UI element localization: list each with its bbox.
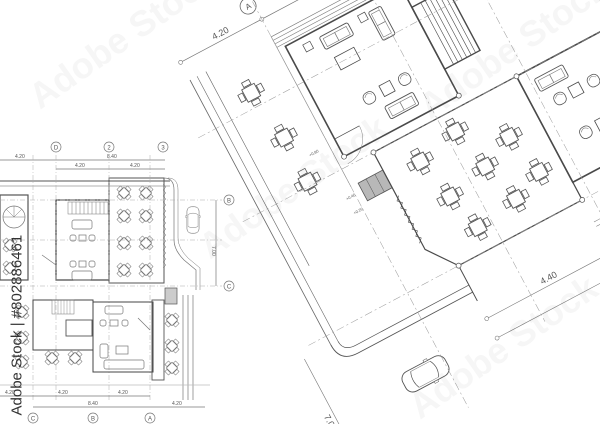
- svg-text:C: C: [31, 417, 36, 423]
- svg-text:3: 3: [161, 146, 165, 152]
- dim-left: 7.00: [322, 413, 339, 424]
- grid-bubble-a-bottom: A: [144, 412, 156, 424]
- grid-bubble-2: 2: [103, 141, 115, 153]
- grid-bubble-b-left: B: [223, 194, 235, 206]
- grid-bubble-3: 3: [157, 141, 169, 153]
- svg-text:B: B: [91, 417, 95, 423]
- grid-bubble-b-bottom: B: [87, 412, 99, 424]
- svg-text:A: A: [148, 417, 152, 423]
- lounge-upper: [284, 0, 460, 158]
- right-floor-plan: 4.20 4.75 A +0.80: [178, 0, 600, 429]
- svg-text:B: B: [227, 199, 231, 205]
- dim-bottom-4: 8.40: [88, 401, 98, 407]
- lounge-lower: [515, 23, 600, 184]
- svg-text:D: D: [54, 146, 59, 152]
- dim-top-left: 4.20: [210, 25, 230, 42]
- car-left: [185, 206, 201, 234]
- dim-top-1: 4.20: [15, 154, 25, 160]
- car-right: [397, 350, 454, 398]
- dim-bottom-2: 4.20: [58, 390, 68, 396]
- level-tag: +0.80: [308, 148, 320, 158]
- grid-bubble-d: D: [50, 141, 62, 153]
- level-tag: +0.20: [353, 206, 365, 216]
- dim-right: 7.00: [210, 246, 216, 256]
- dining-tables-main: [402, 113, 558, 246]
- left-floor-plan: D 2 3 4.20 8.40 4.20 4.20: [0, 141, 235, 424]
- grid-bubble-c-left: C: [223, 280, 235, 292]
- dim-bottom-5: 4.20: [172, 401, 182, 407]
- dim-bottom-1: 4.20: [5, 390, 15, 396]
- stock-id-label: Adobe Stock | #802886461: [8, 234, 26, 416]
- dim-bottom-1: 4.40: [539, 269, 559, 286]
- svg-text:C: C: [227, 285, 232, 291]
- terrace-tables: [233, 74, 326, 200]
- dim-bottom-3: 4.20: [118, 390, 128, 396]
- grid-bubble-a: A: [236, 0, 260, 18]
- dim-top-4: 4.20: [130, 163, 140, 169]
- dim-top-2: 8.40: [107, 154, 117, 160]
- grid-bubble-c-bottom: C: [27, 412, 39, 424]
- level-tag: +0.40: [345, 192, 357, 202]
- dim-top-3: 4.20: [75, 163, 85, 169]
- svg-text:2: 2: [107, 146, 111, 152]
- svg-text:A: A: [244, 1, 254, 12]
